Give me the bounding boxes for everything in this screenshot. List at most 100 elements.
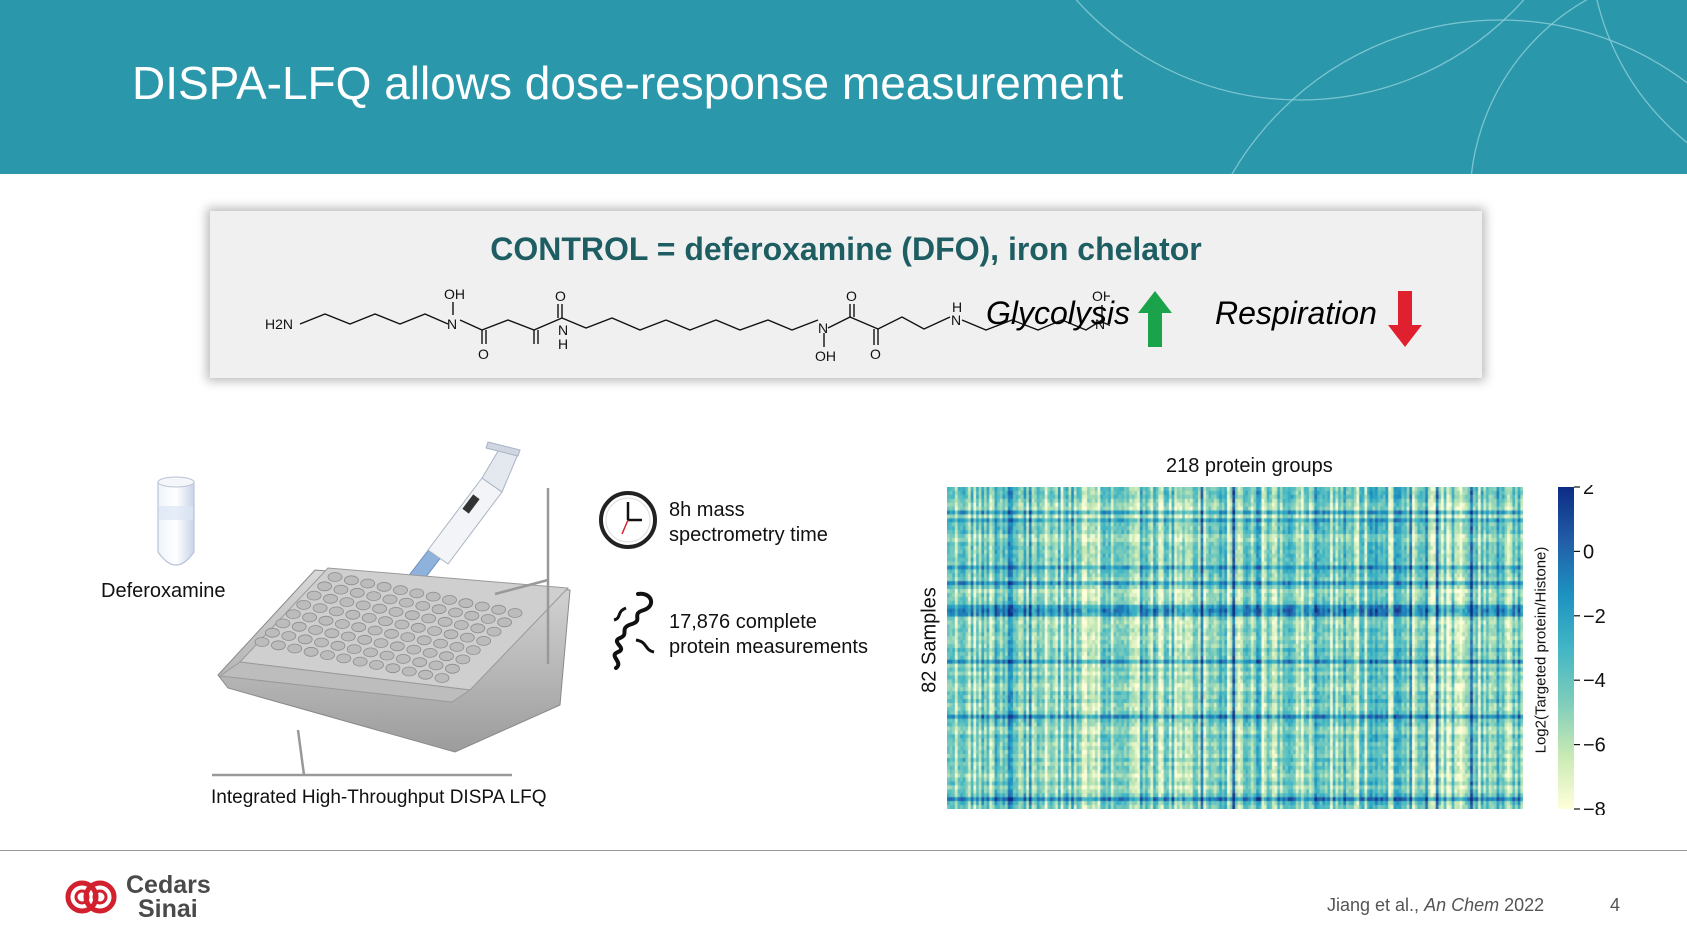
ms-time-text: 8h mass spectrometry time xyxy=(669,498,828,548)
plate-well xyxy=(416,635,432,646)
plate-well xyxy=(346,644,362,655)
plate-well xyxy=(343,575,359,586)
plate-well xyxy=(459,632,475,643)
citation: Jiang et al., An Chem 2022 xyxy=(1327,895,1544,916)
protein-measure-text: 17,876 complete protein measurements xyxy=(669,610,868,660)
plate-well xyxy=(275,618,291,629)
plate-well xyxy=(357,634,373,645)
plate-well xyxy=(378,616,393,627)
colorbar: 20−2−4−6−8 xyxy=(1558,485,1606,815)
plate-well xyxy=(366,591,382,602)
tube-icon xyxy=(157,476,195,566)
protein-line1: 17,876 complete xyxy=(669,611,817,633)
plate-well xyxy=(306,590,322,601)
heatmap-ylabel: 82 Samples xyxy=(918,587,941,693)
plate-well xyxy=(318,615,334,626)
colorbar-tick-label: −4 xyxy=(1583,670,1606,692)
plate-well xyxy=(270,640,286,651)
ms-time-line2: spectrometry time xyxy=(669,524,828,546)
plate-well xyxy=(291,621,307,632)
plate-well xyxy=(330,640,346,651)
plate-well xyxy=(367,625,383,636)
plate-well xyxy=(323,593,338,604)
struct-label: O xyxy=(846,288,857,304)
plate-well xyxy=(339,597,355,608)
plate-well xyxy=(389,641,405,652)
plate-well xyxy=(409,588,425,599)
plate-well xyxy=(497,617,513,628)
logo-mark-icon xyxy=(65,880,117,914)
logo-line1: Cedars xyxy=(126,871,211,899)
colorbar-tick-label: −6 xyxy=(1583,735,1606,757)
colorbar-label: Log2(Targeted protein/Histone) xyxy=(1532,546,1550,754)
plate-well xyxy=(507,608,523,618)
struct-label: O xyxy=(555,288,566,304)
struct-label: N xyxy=(558,322,568,338)
plate-well xyxy=(361,612,377,623)
plate-well xyxy=(418,669,434,680)
plate-well xyxy=(480,614,496,624)
plate-well xyxy=(427,626,443,636)
struct-label: OH xyxy=(815,348,836,364)
citation-authors: Jiang et al., xyxy=(1327,895,1425,915)
struct-label: O xyxy=(870,346,881,362)
plate-well xyxy=(422,647,438,658)
plate-well xyxy=(382,594,398,605)
glycolysis-label: Glycolysis xyxy=(986,295,1131,331)
struct-label: H xyxy=(558,336,568,352)
plate-well xyxy=(431,604,447,615)
plate-well xyxy=(449,641,465,652)
struct-label: OH xyxy=(444,286,465,302)
plate-well xyxy=(464,610,480,621)
arrow-up-icon xyxy=(1138,291,1172,347)
plate-well xyxy=(333,584,349,595)
struct-label: N xyxy=(951,312,961,328)
plate-well xyxy=(385,663,401,674)
plate-well xyxy=(340,631,356,642)
plate-well xyxy=(395,653,411,664)
struct-label: N xyxy=(1095,316,1105,332)
plate-well xyxy=(433,638,449,649)
heatmap-cells xyxy=(947,487,1523,809)
clock-icon xyxy=(599,491,657,549)
heatmap-title: 218 protein groups xyxy=(1166,455,1333,477)
colorbar-tick-label: −8 xyxy=(1583,799,1606,815)
plate-well xyxy=(442,594,457,605)
plate-well xyxy=(372,603,388,614)
plate-well xyxy=(470,623,486,634)
arrow-down-icon xyxy=(1388,291,1422,347)
header-banner: DISPA-LFQ allows dose-response measureme… xyxy=(0,0,1687,174)
plate-well xyxy=(398,597,414,608)
plate-well xyxy=(434,673,450,683)
struct-label: N xyxy=(818,320,828,336)
plate-well xyxy=(285,609,301,620)
plate-well xyxy=(287,643,303,654)
plate-well xyxy=(352,656,368,667)
struct-label: N xyxy=(447,316,457,332)
struct-label: H2N xyxy=(265,316,293,332)
plate-well xyxy=(437,616,453,627)
plate-well xyxy=(412,657,428,668)
plate-well xyxy=(486,626,502,637)
plate-well xyxy=(327,572,343,582)
plate-well xyxy=(351,622,367,633)
plate-well xyxy=(455,654,471,665)
citation-journal: An Chem xyxy=(1424,895,1500,915)
plate-well xyxy=(388,606,404,617)
deferoxamine-structure: H2N N OH O N H O N OH O H N O N OH O xyxy=(265,286,1110,364)
colorbar-tick-label: 0 xyxy=(1583,541,1594,563)
plate-well xyxy=(324,628,340,639)
plate-well xyxy=(264,627,280,638)
decorative-arcs xyxy=(1075,0,1687,174)
slide-title: DISPA-LFQ allows dose-response measureme… xyxy=(132,57,1124,109)
plate-well xyxy=(491,604,507,615)
plate-well xyxy=(314,637,329,648)
control-heading: CONTROL = deferoxamine (DFO), iron chela… xyxy=(490,231,1202,267)
plate-well xyxy=(458,598,474,609)
plate-well xyxy=(443,629,459,640)
plate-well xyxy=(404,610,420,621)
plate-well xyxy=(421,613,437,624)
struct-label: OH xyxy=(1092,288,1110,304)
plate-well xyxy=(345,609,361,620)
plate-well xyxy=(448,607,463,618)
